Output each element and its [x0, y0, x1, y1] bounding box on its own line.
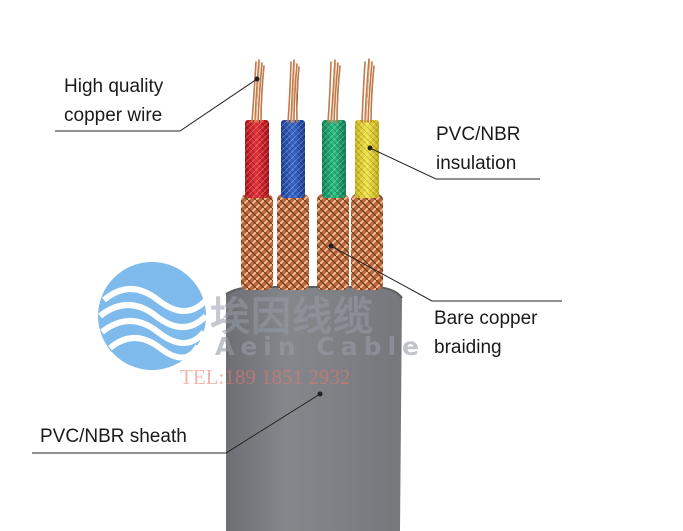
label-braiding-line1: Bare copper [434, 308, 538, 329]
leader-lines [32, 76, 562, 454]
copper-braid-shields [241, 194, 383, 290]
label-insulation: PVC/NBR insulation [436, 120, 520, 178]
leader-copper-wire [55, 78, 258, 132]
label-insulation-line2: insulation [436, 153, 517, 174]
label-copper-wire-line2: copper wire [64, 105, 163, 126]
leader-braiding [330, 245, 562, 302]
wave-logo-icon [98, 262, 209, 370]
leader-sheath [32, 393, 321, 454]
label-braiding-line2: braiding [434, 337, 502, 358]
watermark-tel: TEL:189 1851 2932 [180, 365, 351, 389]
watermark-company-cn: 埃因线缆 [210, 294, 374, 340]
label-braiding: Bare copper braiding [434, 304, 538, 362]
leader-insulation [369, 147, 540, 180]
label-copper-wire: High quality copper wire [64, 72, 163, 130]
label-copper-wire-line1: High quality [64, 76, 164, 97]
watermark-company-en: Aein Cable [215, 332, 426, 361]
label-insulation-line1: PVC/NBR [436, 124, 521, 145]
copper-conductors [251, 58, 375, 123]
insulated-cores [245, 120, 379, 198]
label-sheath: PVC/NBR sheath [40, 426, 187, 447]
